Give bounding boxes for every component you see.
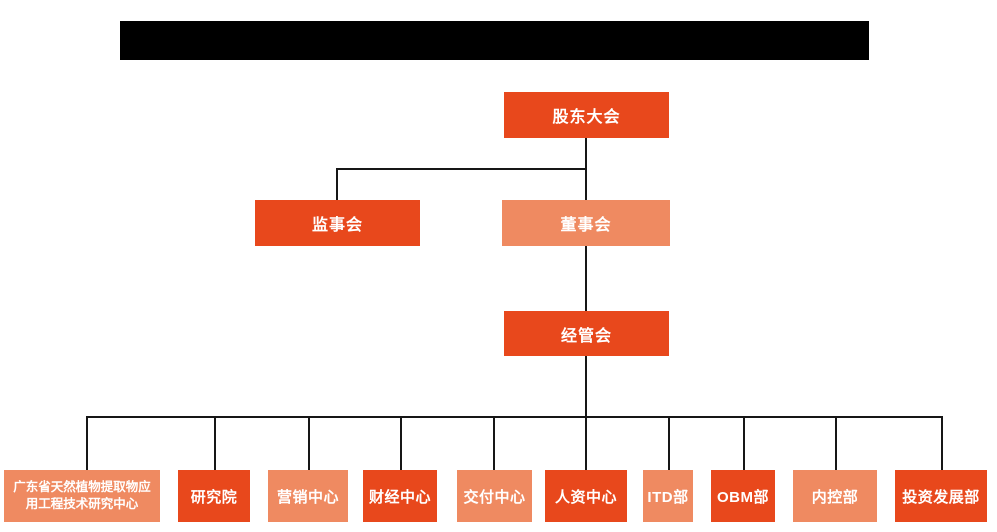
node-research-institute: 研究院 — [178, 470, 250, 522]
node-label: 财经中心 — [368, 488, 431, 506]
node-guangdong-research-center: 广东省天然植物提取物应用工程技术研究中心 — [4, 470, 160, 522]
node-obm-department: OBM部 — [711, 470, 775, 522]
connector-drop-research-center — [86, 416, 88, 470]
node-hr-center: 人资中心 — [545, 470, 627, 522]
connector-drop-itd — [668, 416, 670, 470]
node-label: 股东大会 — [552, 109, 621, 126]
node-delivery-center: 交付中心 — [457, 470, 532, 522]
connector-drop-hr — [585, 416, 587, 470]
node-finance-center: 财经中心 — [363, 470, 437, 522]
node-marketing-center: 营销中心 — [268, 470, 348, 522]
node-label: 经管会 — [560, 327, 612, 345]
node-label: 监事会 — [311, 217, 363, 234]
node-label: 广东省天然植物提取物应用工程技术研究中心 — [13, 479, 151, 512]
node-shareholders-meeting: 股东大会 — [504, 92, 669, 138]
node-label: ITD部 — [647, 488, 689, 506]
node-label: 交付中心 — [463, 488, 526, 506]
node-label: 人资中心 — [554, 488, 617, 506]
connector-row2-horizontal — [336, 168, 587, 170]
connector-drop-investment — [941, 416, 943, 470]
node-label: 投资发展部 — [902, 488, 980, 506]
connector-drop-institute — [214, 416, 216, 470]
redacted-title-bar — [120, 21, 869, 60]
node-investment-development-department: 投资发展部 — [895, 470, 987, 522]
node-label: 研究院 — [190, 488, 238, 506]
node-label: 董事会 — [560, 217, 612, 234]
connector-drop-marketing — [308, 416, 310, 470]
node-supervisory-board: 监事会 — [255, 200, 420, 246]
connector-drop-delivery — [493, 416, 495, 470]
node-itd-department: ITD部 — [643, 470, 693, 522]
node-management-committee: 经管会 — [504, 311, 669, 356]
node-board-of-directors: 董事会 — [502, 200, 670, 246]
connector-drop-internal-control — [835, 416, 837, 470]
node-internal-control-department: 内控部 — [793, 470, 877, 522]
node-label: OBM部 — [717, 488, 769, 506]
connector-drop-finance — [400, 416, 402, 470]
connector-management-to-row4 — [585, 356, 587, 416]
connector-to-supervisory — [336, 168, 338, 200]
node-label: 营销中心 — [276, 488, 339, 506]
node-label: 内控部 — [811, 488, 859, 506]
connector-board-to-management — [585, 246, 587, 311]
connector-drop-obm — [743, 416, 745, 470]
connector-row4-horizontal — [86, 416, 943, 418]
